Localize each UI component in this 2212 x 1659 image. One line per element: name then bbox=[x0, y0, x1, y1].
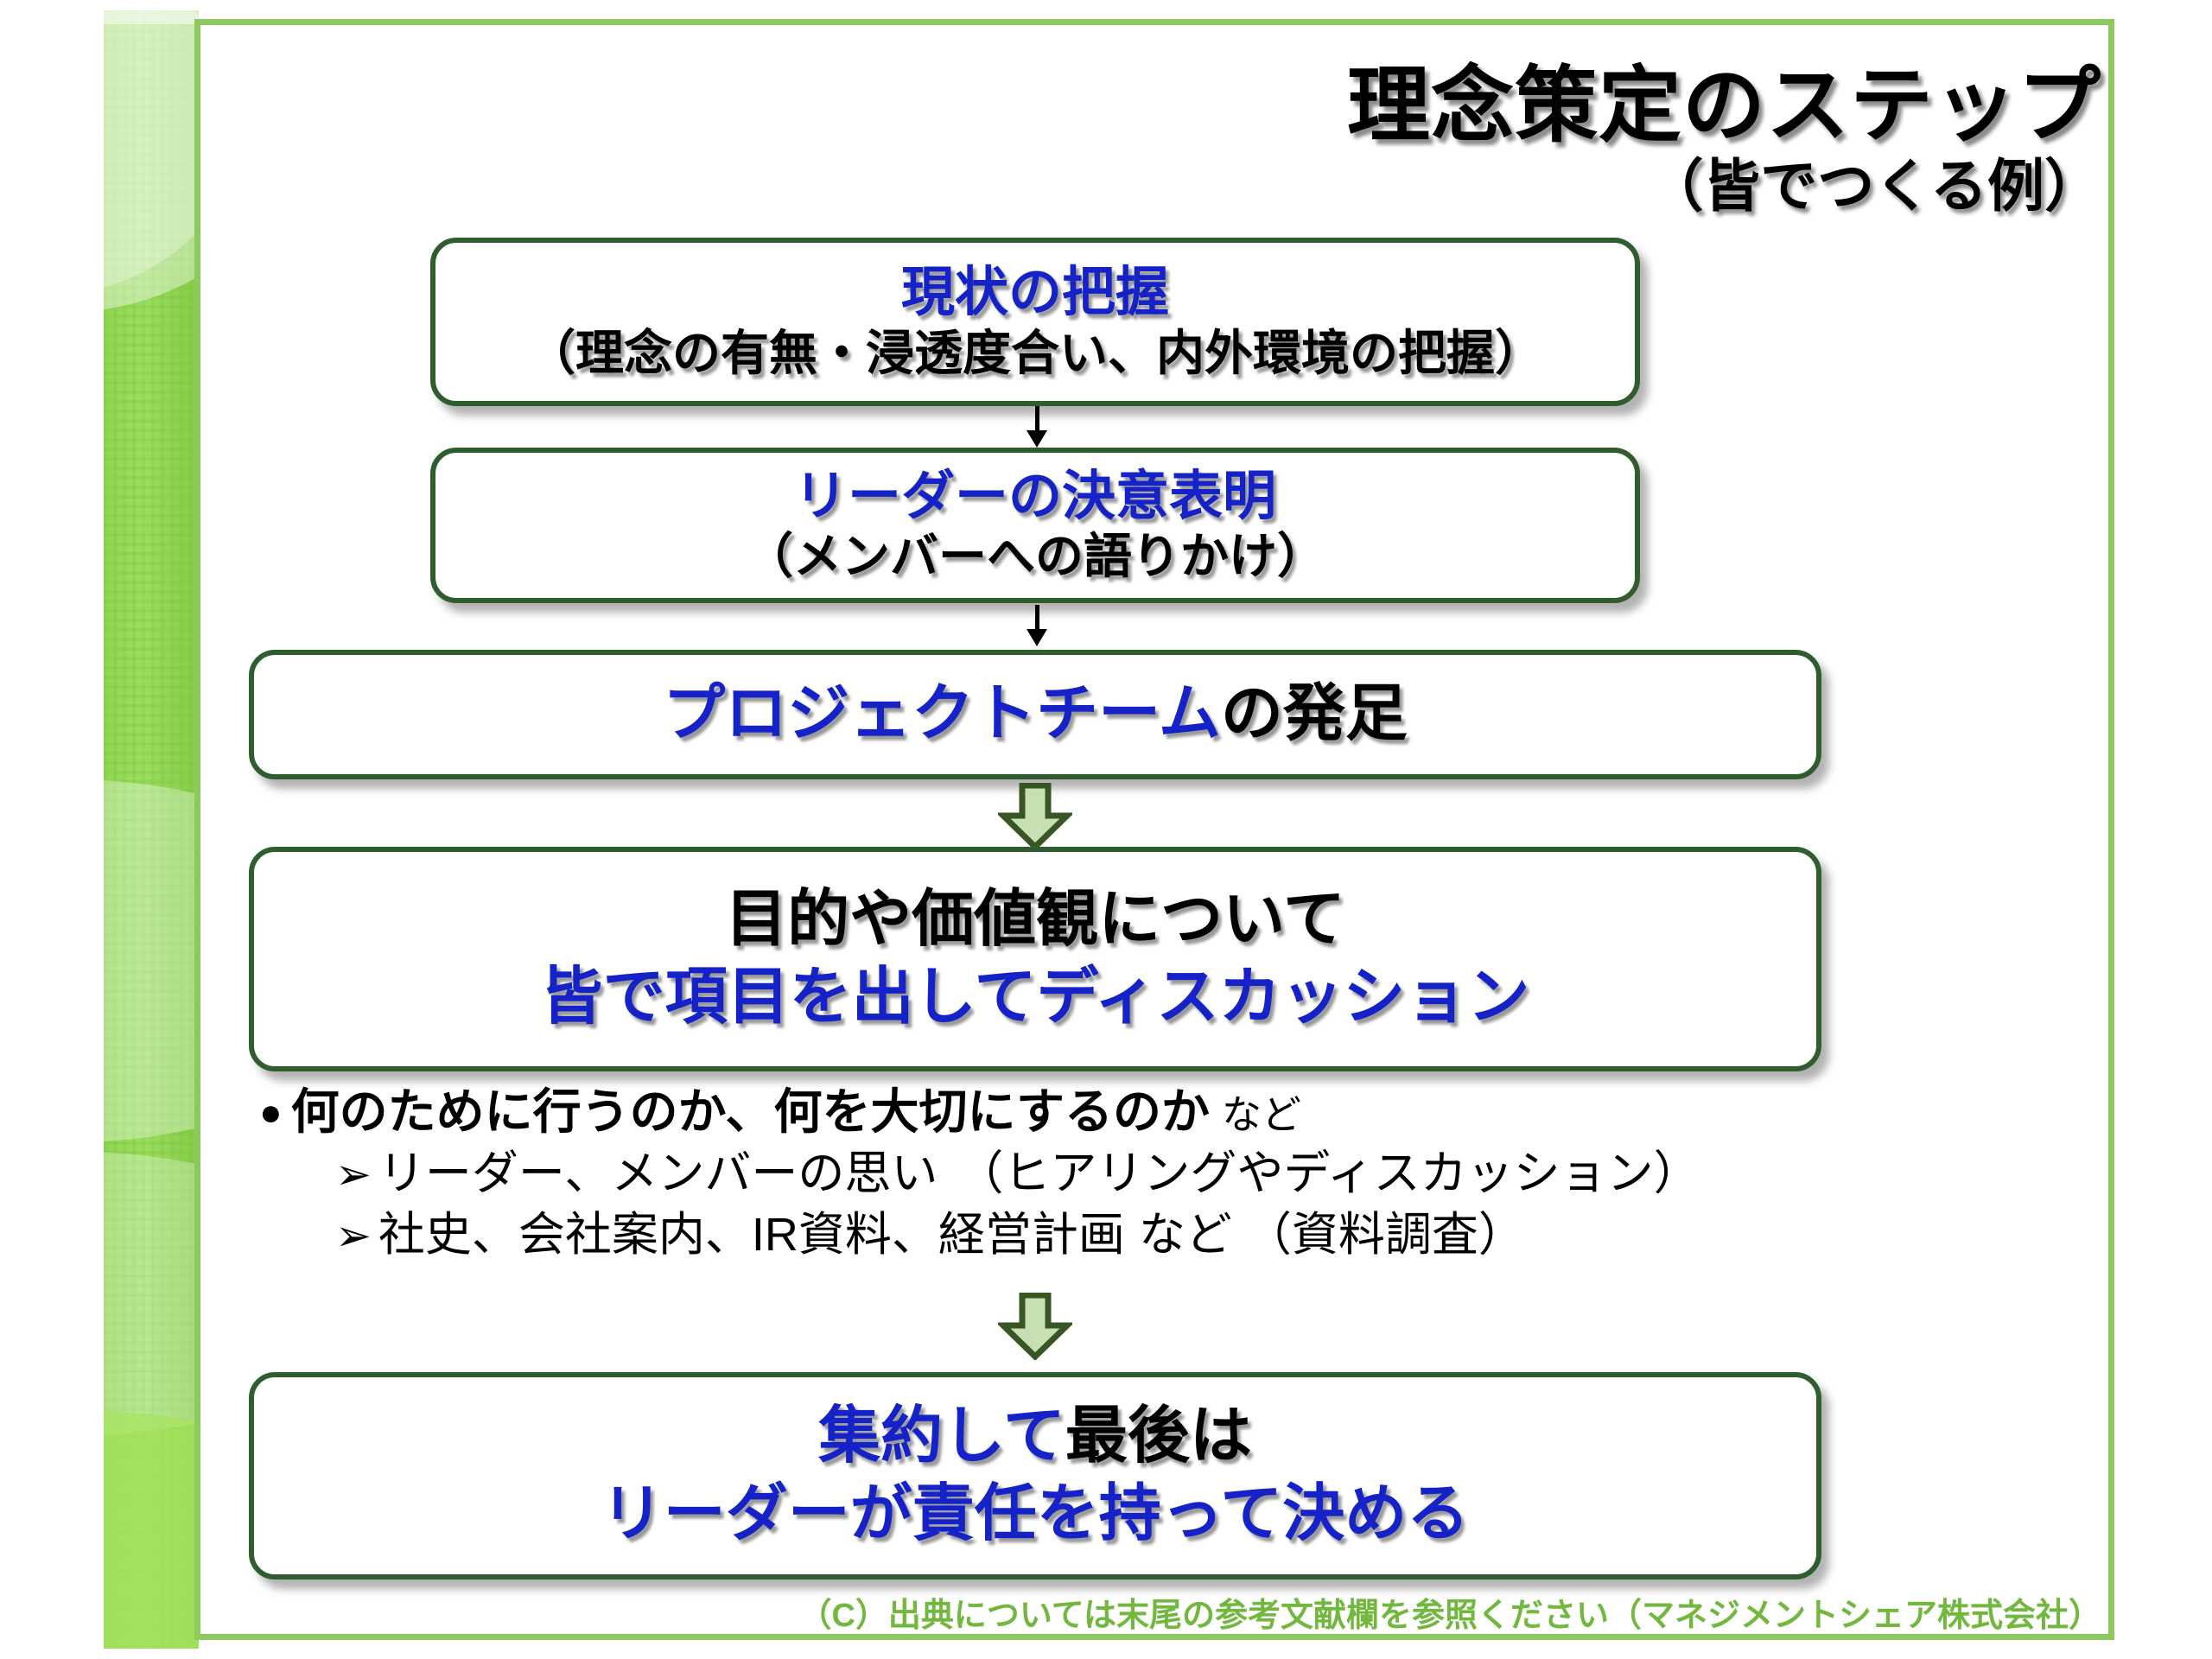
bullet-1-main: 何のために行うのか、何を大切にするのか bbox=[290, 1084, 1211, 1139]
band-top-highlight bbox=[104, 10, 199, 24]
connector-arrow-2 bbox=[1020, 605, 1054, 646]
step-box-2[interactable]: リーダーの決意表明 （メンバーへの語りかけ） bbox=[430, 448, 1640, 603]
step-5-title-black: 最後は bbox=[1065, 1402, 1252, 1471]
step-4-title: 目的や価値観について bbox=[725, 885, 1345, 955]
step-2-detail: （メンバーへの語りかけ） bbox=[745, 529, 1325, 584]
step-box-3[interactable]: プロジェクトチームの発足 bbox=[249, 650, 1821, 779]
chevron-right-icon: ➢ bbox=[335, 1211, 372, 1260]
left-decorative-band bbox=[104, 10, 199, 1649]
step-2-title: リーダーの決意表明 bbox=[793, 466, 1276, 526]
bullet-list: ● 何のために行うのか、何を大切にするのか など ➢ リーダー、メンバーの思い … bbox=[259, 1083, 1987, 1263]
band-swoosh-1 bbox=[104, 10, 199, 313]
step-5-title-blue: 集約して bbox=[818, 1402, 1065, 1471]
page-title: 理念策定のステップ bbox=[1347, 60, 2101, 152]
bullet-3-main: 社史、会社案内、IR資料、経営計画 bbox=[378, 1208, 1125, 1261]
step-3-title-black: の発足 bbox=[1220, 679, 1408, 749]
arrow-stem bbox=[1035, 605, 1039, 634]
step-1-detail: （理念の有無・浸透度合い、内外環境の把握） bbox=[527, 325, 1543, 380]
step-5-title: 集約して最後は bbox=[818, 1401, 1252, 1473]
block-arrow-down-icon-1 bbox=[998, 783, 1072, 850]
chevron-right-icon: ➢ bbox=[335, 1150, 372, 1199]
page-subtitle: （皆でつくる例） bbox=[1646, 153, 2101, 218]
band-swoosh-5 bbox=[104, 1410, 199, 1649]
list-item: ➢ 社史、会社案内、IR資料、経営計画 など （資料調査） bbox=[335, 1207, 1987, 1263]
arrow-head-icon bbox=[1027, 430, 1047, 448]
bullet-2-main: リーダー、メンバーの思い bbox=[378, 1147, 938, 1200]
connector-arrow-1 bbox=[1020, 406, 1054, 448]
band-swoosh-3 bbox=[104, 779, 199, 1142]
arrow-stem bbox=[1035, 406, 1039, 435]
list-item: ➢ リーダー、メンバーの思い （ヒアリングやディスカッション） bbox=[335, 1146, 1987, 1202]
copyright-footer: （C）出典については末尾の参考文献欄を参照ください（マネジメントシェア株式会社） bbox=[798, 1598, 2101, 1634]
arrow-head-icon bbox=[1027, 629, 1047, 646]
list-item: ● 何のために行うのか、何を大切にするのか など bbox=[259, 1083, 1987, 1141]
bullet-dot-icon: ● bbox=[259, 1091, 283, 1134]
slide-title-block: 理念策定のステップ （皆でつくる例） bbox=[805, 62, 2101, 219]
step-box-4[interactable]: 目的や価値観について 皆で項目を出してディスカッション bbox=[249, 847, 1821, 1071]
step-5-detail: リーダーが責任を持って決める bbox=[601, 1479, 1470, 1548]
step-3-title-blue: プロジェクトチーム bbox=[663, 679, 1221, 749]
step-4-detail: 皆で項目を出してディスカッション bbox=[540, 963, 1530, 1032]
step-box-1[interactable]: 現状の把握 （理念の有無・浸透度合い、内外環境の把握） bbox=[430, 238, 1640, 406]
step-1-title: 現状の把握 bbox=[900, 263, 1169, 323]
bullet-2-suffix: （ヒアリングやディスカッション） bbox=[957, 1147, 1700, 1200]
step-3-title: プロジェクトチームの発足 bbox=[663, 678, 1408, 751]
bullet-3-suffix: など （資料調査） bbox=[1138, 1208, 1525, 1261]
block-arrow-down-icon-2 bbox=[998, 1293, 1072, 1360]
band-swoosh-4 bbox=[104, 1151, 199, 1436]
bullet-1-suffix: など bbox=[1222, 1092, 1302, 1137]
step-box-5[interactable]: 集約して最後は リーダーが責任を持って決める bbox=[249, 1372, 1821, 1580]
